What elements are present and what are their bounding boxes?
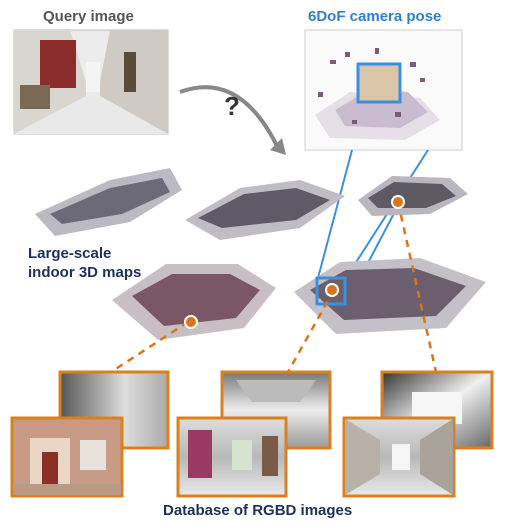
map-marker-1 [184,315,198,329]
map-marker-3 [391,195,405,209]
indoor-map-2 [185,180,345,240]
question-mark: ? [224,91,240,121]
rgb-image-2 [176,416,288,498]
indoor-map-4 [112,264,276,340]
pose-pointcloud [318,48,425,124]
indoor-map-1 [35,168,182,236]
query-to-pose-arrow [179,85,280,149]
maps-label-line-1: Large-scale [28,245,112,262]
camera-pose-title: 6DoF camera pose [308,8,442,25]
indoor-map-3 [358,176,468,216]
pose-frustum [356,62,402,104]
maps-label-line-2: indoor 3D maps [28,264,142,281]
maps-label: Large-scale indoor 3D maps [28,244,141,282]
indoor-map-5 [294,258,486,334]
rgb-image-1 [10,416,124,498]
arrow-head-icon [270,138,286,155]
query-image [13,29,169,135]
map-camera-frustum [315,276,347,306]
query-image-title: Query image [43,8,134,25]
pose-panel [304,29,463,151]
database-caption: Database of RGBD images [163,502,353,519]
rgb-image-3 [342,416,456,498]
map-marker-2 [325,283,339,297]
pose-line-left [317,149,353,279]
dashed-connectors [107,201,438,376]
